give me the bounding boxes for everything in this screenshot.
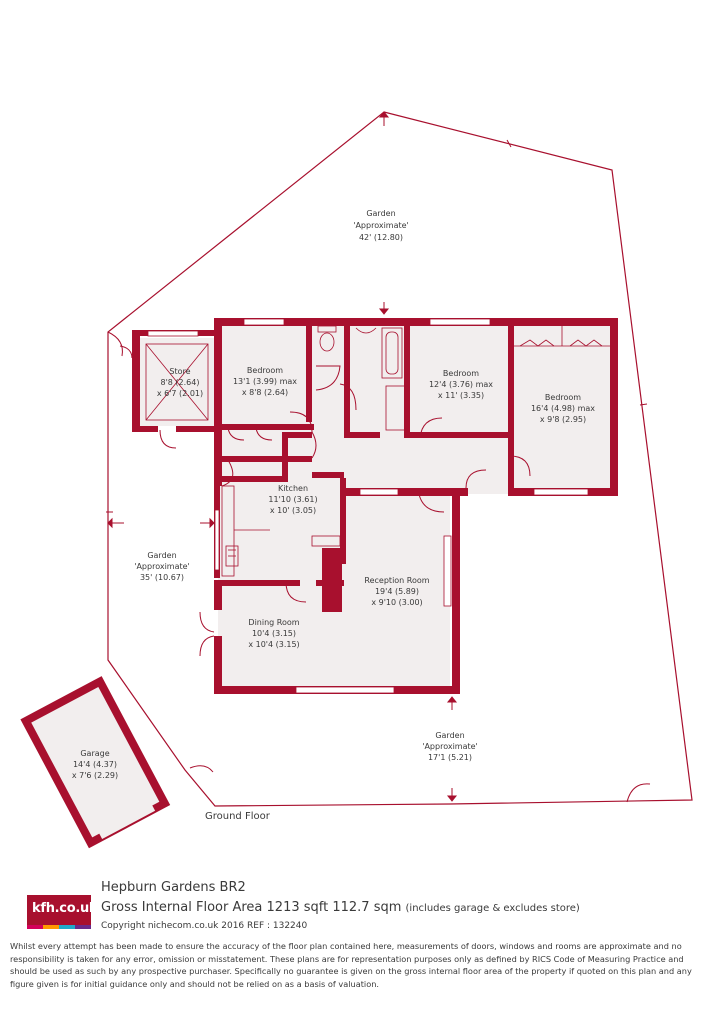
logo-bar-blue bbox=[59, 925, 75, 929]
windows bbox=[147, 318, 589, 694]
label-garden-top: Garden'Approximate'42' (12.80) bbox=[353, 209, 409, 242]
floor-label: Ground Floor bbox=[205, 811, 270, 822]
wardrobe bbox=[514, 326, 610, 347]
bathroom-fittings bbox=[317, 325, 407, 431]
house-floor bbox=[140, 322, 614, 690]
logo-bar-orange bbox=[43, 925, 59, 929]
floor-area: Gross Internal Floor Area 1213 sqft 112.… bbox=[101, 900, 580, 915]
property-address: Hepburn Gardens BR2 bbox=[101, 880, 246, 895]
store-skylight bbox=[145, 343, 209, 421]
disclaimer: Whilst every attempt has been made to en… bbox=[10, 941, 692, 989]
floor-area-note: (includes garage & excludes store) bbox=[405, 903, 580, 914]
logo-bar-pink bbox=[27, 925, 43, 929]
label-garden-bottom: Garden'Approximate'17'1 (5.21) bbox=[422, 731, 478, 762]
dimension-arrows bbox=[107, 111, 458, 802]
garage bbox=[20, 676, 171, 849]
garden-boundary bbox=[107, 111, 693, 807]
boundary-ticks bbox=[106, 139, 648, 513]
floor-plan: Garden'Approximate'42' (12.80) Store8'8 … bbox=[20, 111, 693, 849]
floor-area-value: Gross Internal Floor Area 1213 sqft 112.… bbox=[101, 900, 402, 915]
boundary-gates bbox=[107, 331, 651, 803]
kitchen-fittings bbox=[221, 485, 341, 577]
doors bbox=[119, 345, 531, 657]
kfh-logo: kfh.co.uk bbox=[27, 895, 98, 929]
logo-bar-purple bbox=[75, 925, 91, 929]
logo-text: kfh.co.uk bbox=[32, 901, 98, 916]
label-garden-left: Garden'Approximate'35' (10.67) bbox=[134, 551, 190, 582]
copyright: Copyright nichecom.co.uk 2016 REF : 1322… bbox=[101, 921, 308, 931]
